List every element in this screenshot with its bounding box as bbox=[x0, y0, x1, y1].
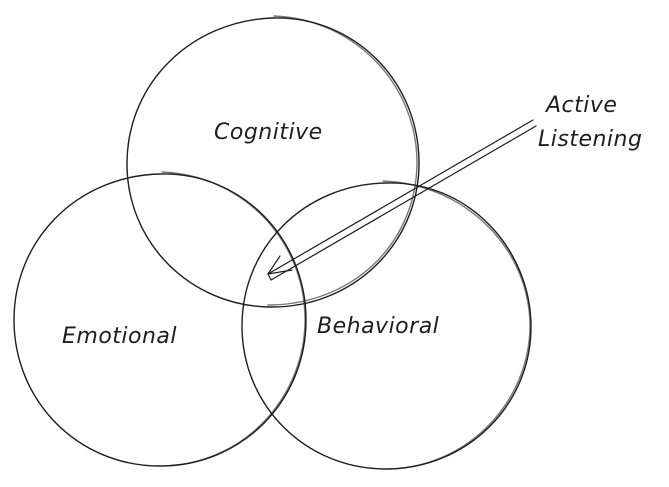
annotation-line-2: Listening bbox=[538, 127, 642, 152]
circle-cognitive bbox=[126, 15, 420, 308]
active-listening-arrow bbox=[267, 119, 537, 281]
label-emotional: Emotional bbox=[62, 324, 177, 349]
label-cognitive: Cognitive bbox=[214, 120, 323, 145]
annotation-line-1: Active bbox=[544, 93, 617, 118]
circle-behavioral bbox=[241, 180, 532, 470]
label-behavioral: Behavioral bbox=[317, 314, 439, 339]
circle-emotional bbox=[13, 171, 307, 467]
